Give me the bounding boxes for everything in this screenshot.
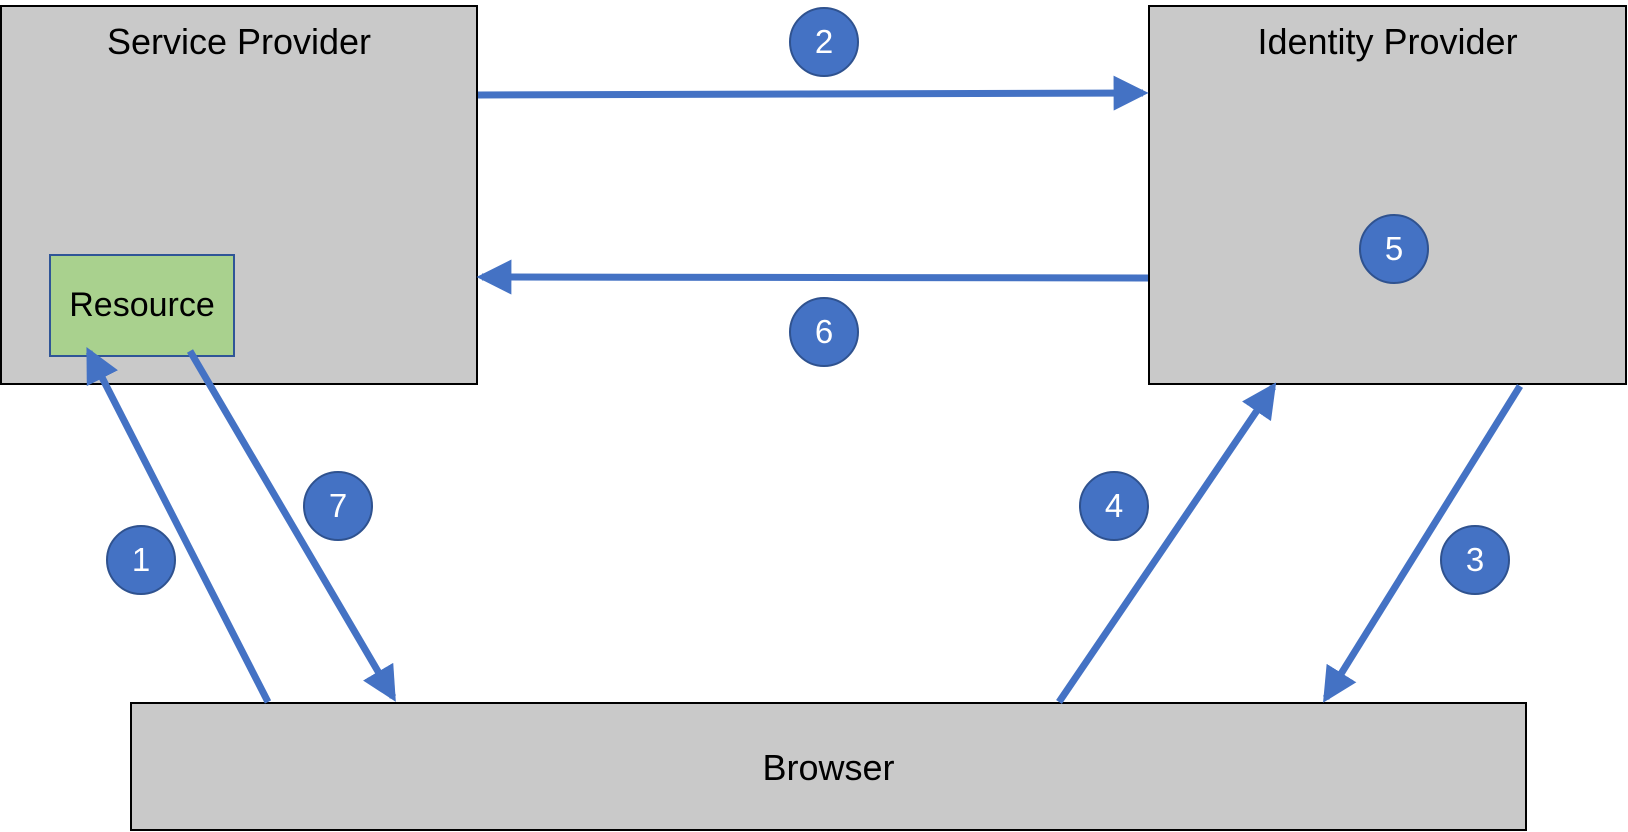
step-5-badge: 5 [1359,214,1429,284]
step-7-badge: 7 [303,471,373,541]
arrow-step-4 [1056,382,1277,704]
arrow-step-6 [476,259,1149,295]
arrow-step-1 [85,347,272,704]
identity-provider-box: Identity Provider [1148,5,1627,385]
resource-label: Resource [69,286,215,324]
service-provider-title: Service Provider [106,21,372,62]
browser-box: Browser [130,702,1527,831]
arrow-step-2 [477,75,1149,111]
step-6-badge: 6 [789,297,859,367]
browser-title: Browser [762,747,895,788]
identity-provider-title: Identity Provider [1257,21,1518,62]
resource-box: Resource [49,254,235,357]
step-1-badge: 1 [106,525,176,595]
step-4-badge: 4 [1079,471,1149,541]
step-2-badge: 2 [789,7,859,77]
service-provider-box: Service Provider Resource [0,5,478,385]
step-3-badge: 3 [1440,525,1510,595]
